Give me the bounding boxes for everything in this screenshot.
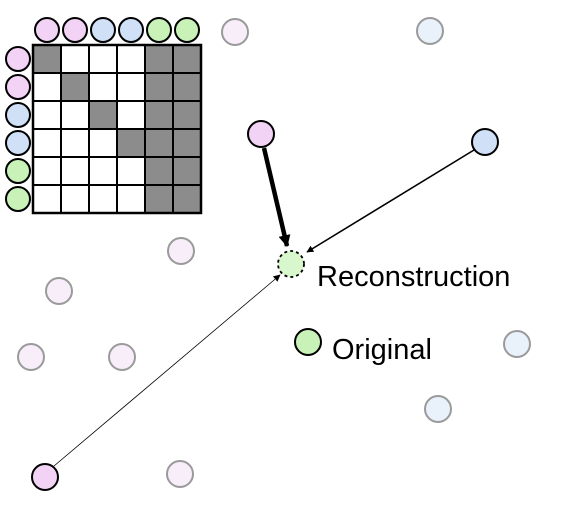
matrix-cell (172, 184, 202, 214)
faint-node-pink (17, 343, 45, 371)
matrix-cell (116, 128, 146, 158)
faint-node-pink (108, 343, 136, 371)
matrix-cell (172, 128, 202, 158)
faint-node-pink (221, 18, 249, 46)
matrix-cell (32, 184, 62, 214)
faint-node-pink (167, 237, 195, 265)
matrix-cell (144, 184, 174, 214)
arrow-medium-from-blue (306, 149, 475, 253)
arrow-light-from-purple (53, 274, 281, 467)
matrix-cell (88, 44, 118, 74)
faint-node-pink (45, 277, 73, 305)
matrix-cell (144, 72, 174, 102)
matrix-column-headers (34, 17, 200, 43)
row-header-node-green (5, 186, 31, 212)
matrix-cell (60, 184, 90, 214)
matrix-border (31, 43, 203, 215)
arrow-heavy-from-pink (261, 147, 291, 248)
matrix-cell (172, 100, 202, 130)
original-node (294, 328, 322, 356)
matrix-cell (116, 184, 146, 214)
reconstruction-label: Reconstruction (317, 261, 510, 293)
matrix-cell (172, 72, 202, 102)
column-header-node-pink (62, 17, 88, 43)
matrix-cell (60, 156, 90, 186)
row-header-node-pink (5, 46, 31, 72)
column-header-node-green (174, 17, 200, 43)
faint-node-blue (416, 17, 444, 45)
matrix-row-headers (5, 46, 31, 212)
source-node-pink (247, 120, 275, 148)
matrix-cell (116, 72, 146, 102)
matrix-cell (88, 100, 118, 130)
matrix-cell (88, 72, 118, 102)
faint-node-pink (166, 460, 194, 488)
matrix-cell (116, 156, 146, 186)
row-header-node-blue (5, 102, 31, 128)
matrix-cell (60, 72, 90, 102)
matrix-cell (116, 44, 146, 74)
matrix-cell (32, 156, 62, 186)
matrix-cell (60, 44, 90, 74)
row-header-node-pink (5, 74, 31, 100)
column-header-node-green (146, 17, 172, 43)
faint-node-blue (424, 395, 452, 423)
matrix-cell (60, 128, 90, 158)
matrix-cell (144, 156, 174, 186)
row-header-node-green (5, 158, 31, 184)
row-header-node-blue (5, 130, 31, 156)
matrix-cell (172, 44, 202, 74)
matrix-cell (32, 44, 62, 74)
matrix-cell (32, 128, 62, 158)
faint-node-blue (503, 330, 531, 358)
matrix-cell (172, 156, 202, 186)
matrix-cell (144, 44, 174, 74)
original-label: Original (332, 334, 432, 366)
matrix-cell (88, 128, 118, 158)
source-node-purple (31, 463, 59, 491)
adjacency-matrix (31, 43, 203, 215)
matrix-cell (60, 100, 90, 130)
source-node-blue (471, 128, 499, 156)
column-header-node-pink (34, 17, 60, 43)
matrix-cell (144, 100, 174, 130)
reconstruction-node (277, 250, 305, 278)
column-header-node-blue (90, 17, 116, 43)
matrix-cell (88, 156, 118, 186)
matrix-cell (116, 100, 146, 130)
matrix-cell (32, 72, 62, 102)
column-header-node-blue (118, 17, 144, 43)
matrix-cell (144, 128, 174, 158)
matrix-cell (32, 100, 62, 130)
matrix-cell (88, 184, 118, 214)
